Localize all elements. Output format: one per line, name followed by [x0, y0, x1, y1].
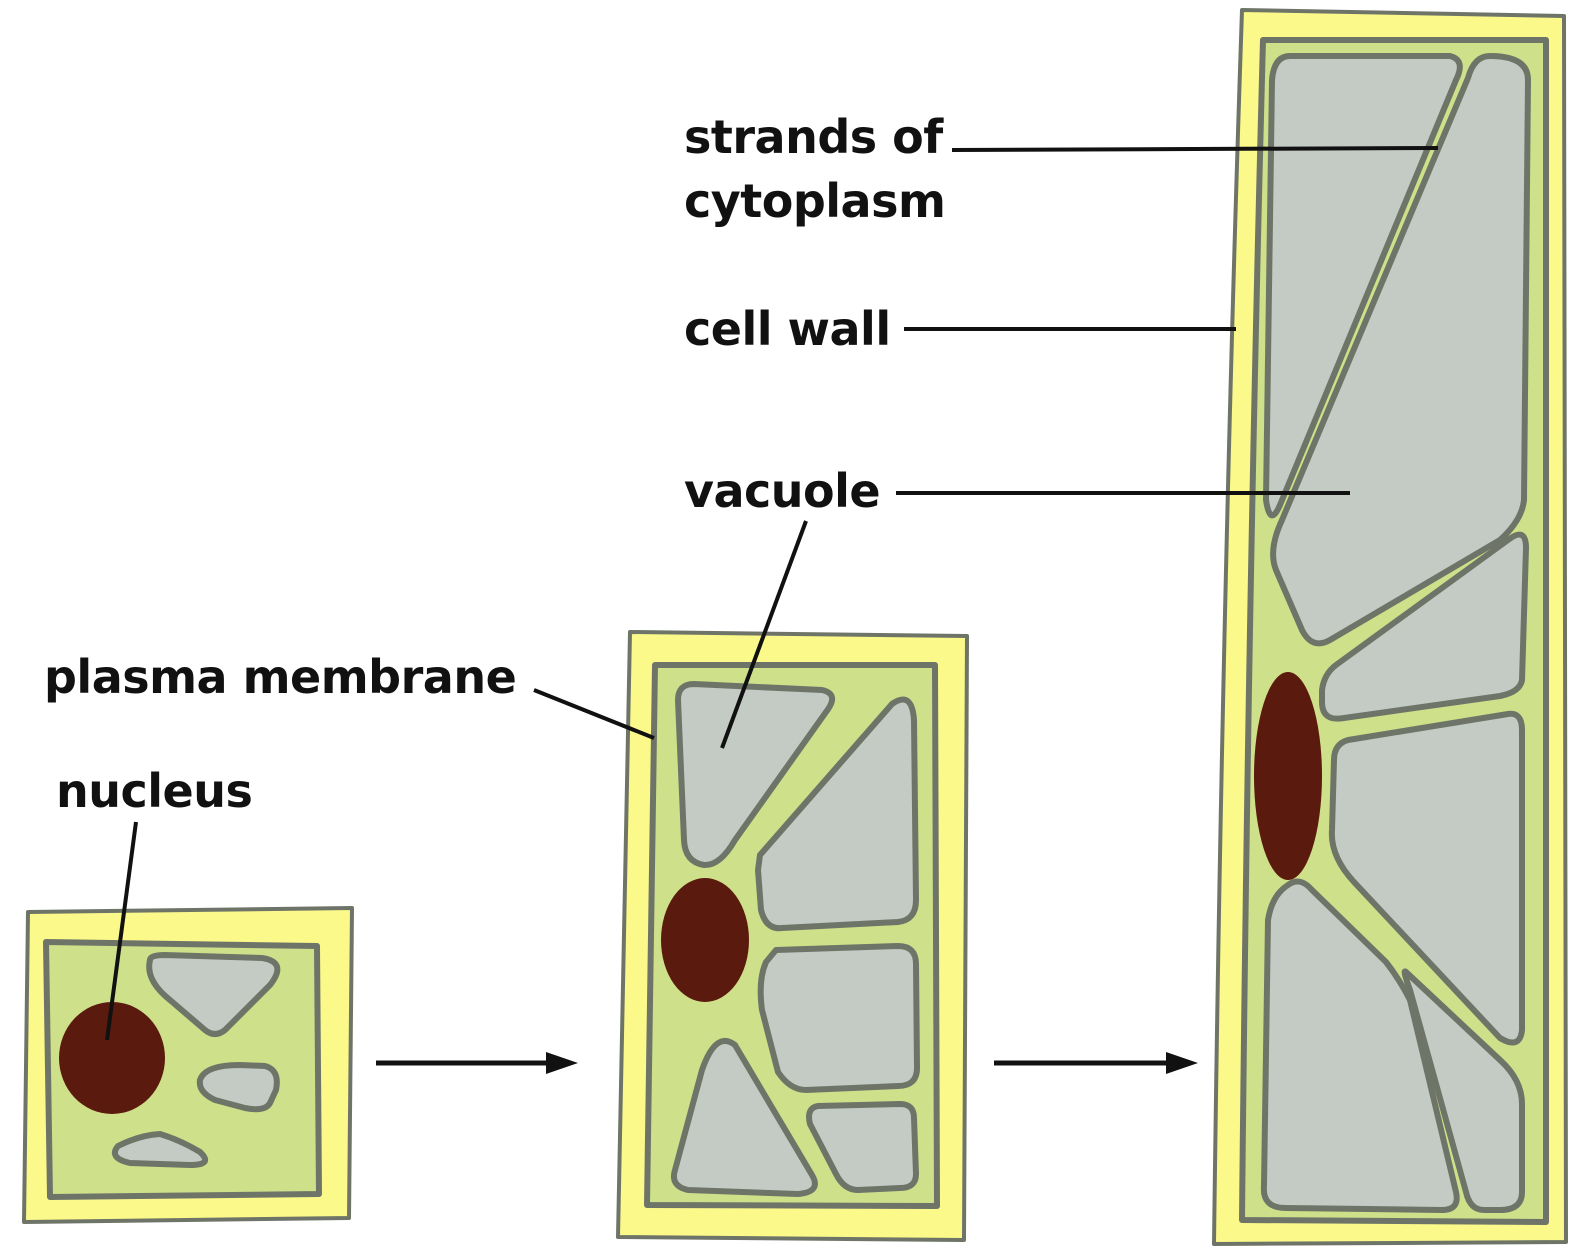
label-strands-of-cytoplasm-line2: cytoplasm	[684, 170, 945, 232]
medium-cell-nucleus	[661, 878, 749, 1002]
growth-arrow-1	[376, 1052, 578, 1074]
small-cell	[24, 908, 352, 1222]
leader-strands-of-cytoplasm	[952, 148, 1438, 150]
medium-cell	[618, 632, 967, 1240]
label-plasma-membrane: plasma membrane	[44, 646, 516, 708]
tall-cell	[1214, 10, 1566, 1244]
medium-cell-vacuole-3	[761, 946, 917, 1090]
growth-arrow-2	[994, 1052, 1198, 1074]
label-vacuole: vacuole	[684, 460, 880, 522]
label-strands-of-cytoplasm-line1: strands of	[684, 106, 943, 168]
label-nucleus: nucleus	[56, 760, 252, 822]
label-cell-wall: cell wall	[684, 298, 891, 360]
tall-cell-nucleus	[1254, 672, 1322, 880]
small-cell-nucleus	[59, 1002, 165, 1114]
